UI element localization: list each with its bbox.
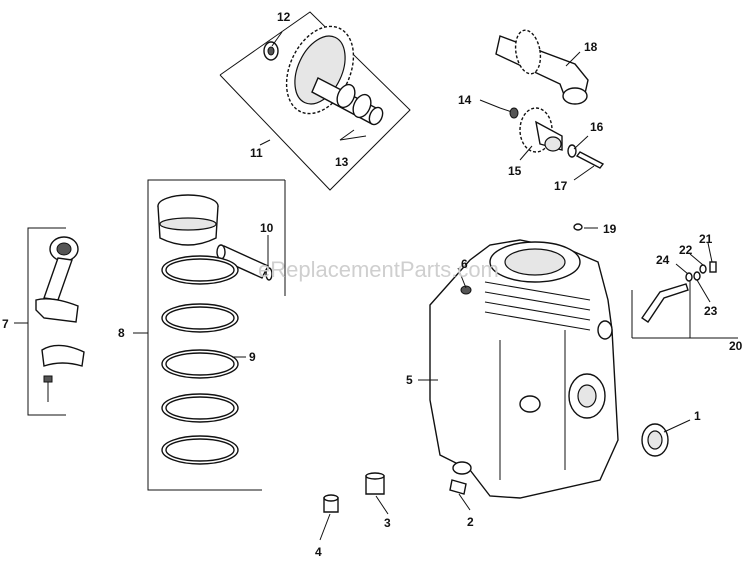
connecting-rod-group-frame xyxy=(27,227,66,416)
piston-part xyxy=(157,194,219,246)
crankcase-block-part xyxy=(429,239,619,499)
callout-13: 13 xyxy=(335,155,349,169)
callout-21: 21 xyxy=(699,232,713,246)
callout-4: 4 xyxy=(315,545,322,559)
callout-6: 6 xyxy=(461,257,468,271)
callout-5: 5 xyxy=(406,373,413,387)
callout-16: 16 xyxy=(590,120,604,134)
callout-14: 14 xyxy=(458,93,472,107)
callout-10: 10 xyxy=(260,221,274,235)
callout-9: 9 xyxy=(249,350,256,364)
camshaft-part xyxy=(285,25,384,126)
plug-part-6 xyxy=(460,285,472,295)
piston-ring-set xyxy=(161,255,239,465)
callout-18: 18 xyxy=(584,40,598,54)
watermark: eReplacementParts.com xyxy=(258,257,499,282)
callout-8: 8 xyxy=(118,326,125,340)
dowel-pin-part-3 xyxy=(365,472,385,495)
callout-1: 1 xyxy=(694,409,701,423)
screw-part-14 xyxy=(499,107,519,119)
callout-17: 17 xyxy=(554,179,568,193)
callout-7: 7 xyxy=(2,317,9,331)
pin-part-17 xyxy=(575,151,605,169)
piston-pin-part xyxy=(216,244,269,279)
callout-12: 12 xyxy=(277,10,291,24)
fitting-part-2 xyxy=(449,479,467,495)
washer-part-16 xyxy=(567,144,577,158)
clip-part-22 xyxy=(699,264,707,274)
oil-seal-part xyxy=(641,423,669,457)
leader-lines xyxy=(14,31,713,541)
callout-19: 19 xyxy=(603,222,617,236)
governor-group-frame xyxy=(631,280,738,339)
callout-20: 20 xyxy=(729,339,743,353)
washer-part-21 xyxy=(709,261,717,273)
pin-part-24 xyxy=(685,272,693,282)
callout-2: 2 xyxy=(467,515,474,529)
callout-3: 3 xyxy=(384,516,391,530)
governor-shaft-part xyxy=(641,283,689,323)
callout-24: 24 xyxy=(656,253,670,267)
shim-part-12 xyxy=(263,41,279,61)
callout-11: 11 xyxy=(250,146,263,160)
camshaft-group-frame xyxy=(219,11,411,191)
callout-15: 15 xyxy=(508,164,522,178)
callout-23: 23 xyxy=(704,304,718,318)
plug-part-19 xyxy=(573,223,583,231)
governor-gear-shaft-part xyxy=(495,29,589,105)
connecting-rod-part xyxy=(35,236,85,402)
governor-gear-part-15 xyxy=(519,107,563,153)
callout-22: 22 xyxy=(679,243,693,257)
bushing-part-4 xyxy=(323,494,339,513)
piston-group-frame xyxy=(147,179,286,491)
callout-numbers: 1 2 3 4 5 6 7 8 9 10 11 12 13 14 15 16 1… xyxy=(2,10,743,559)
retaining-ring-part-10 xyxy=(265,267,273,281)
washer-part-23 xyxy=(693,271,701,281)
